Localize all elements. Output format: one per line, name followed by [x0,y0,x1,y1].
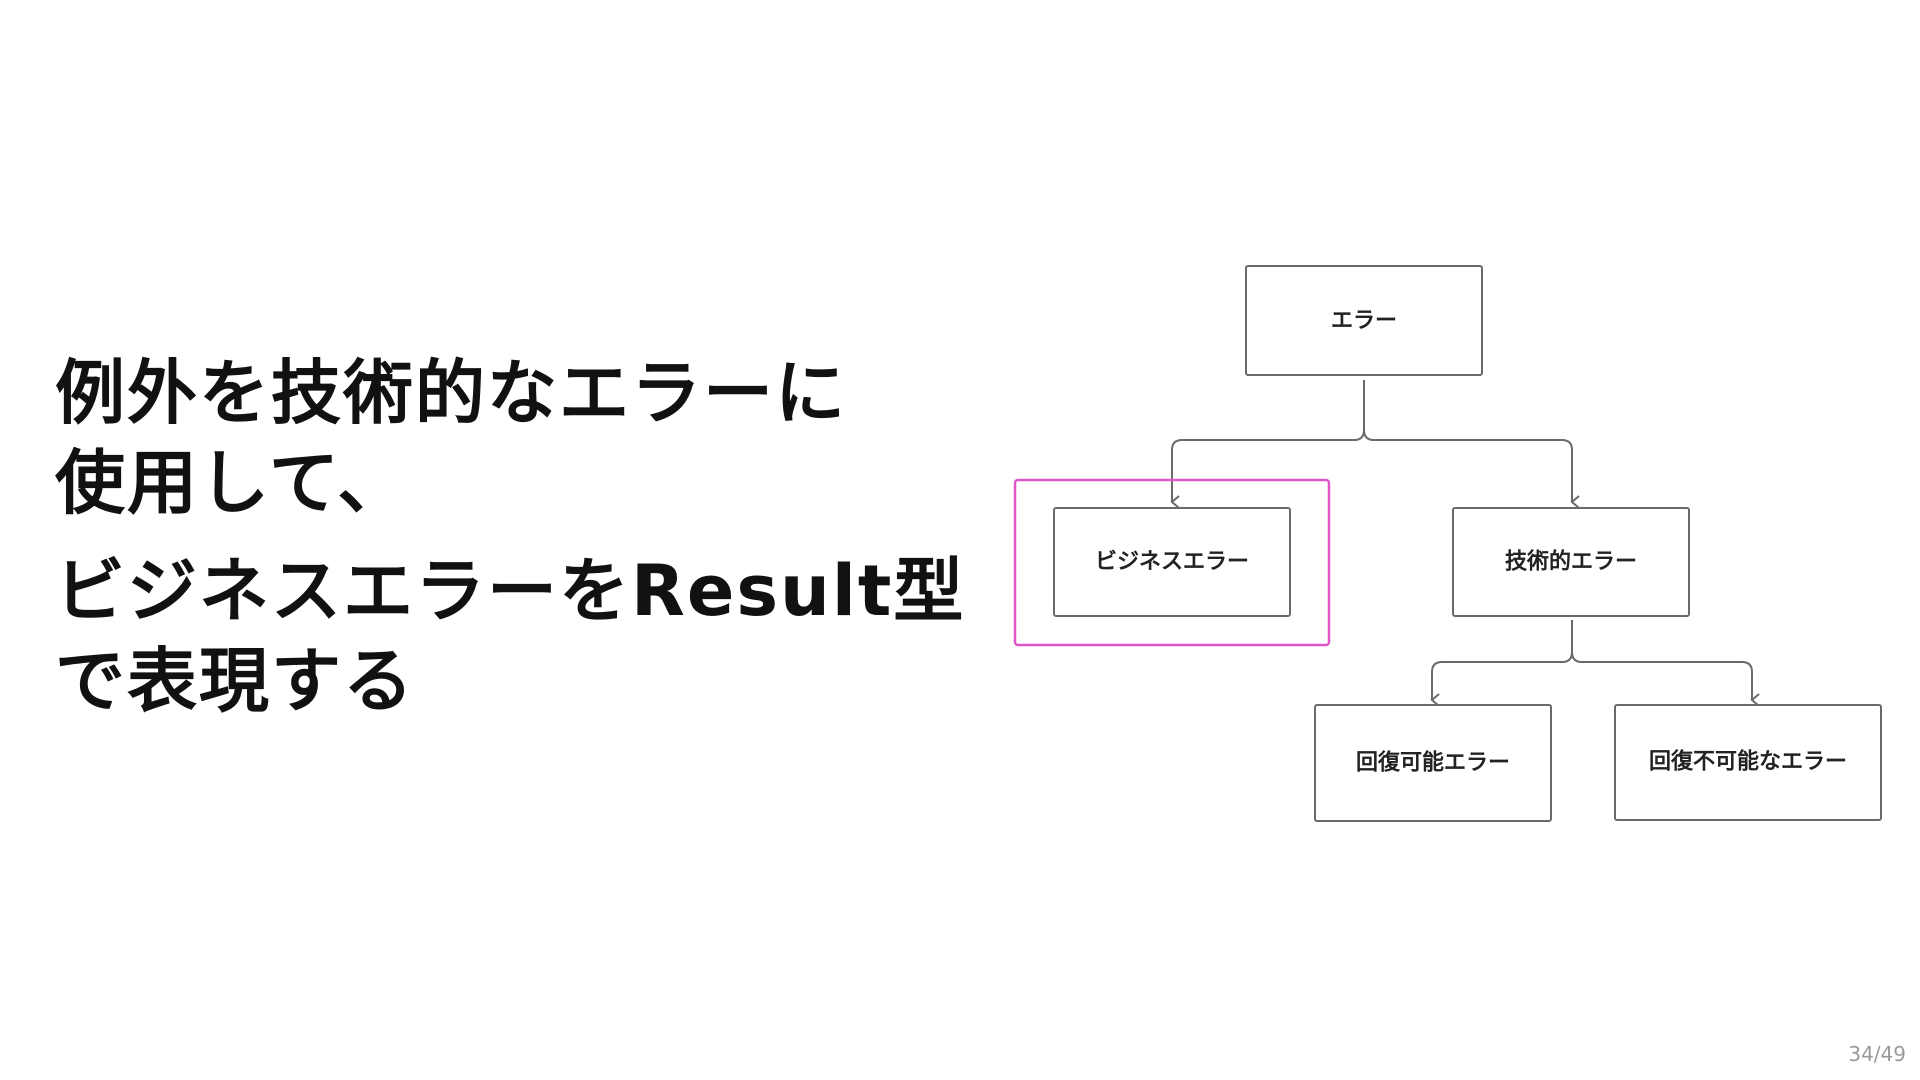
business-error-highlight [1013,478,1331,647]
heading-line-3: ビジネスエラーをResult型 [55,550,966,632]
node-business-error: ビジネスエラー [1053,507,1291,617]
node-unrecoverable-error: 回復不可能なエラー [1614,704,1882,821]
node-unrecoverable-error-label: 回復不可能なエラー [1649,749,1847,775]
edge-technical-to-unrecoverable [1571,651,1760,707]
edge-root-to-children [1170,380,1365,509]
page-indicator: 34/49 [1848,1042,1906,1066]
slide-heading: 例外を技術的なエラーに 使用して、 ビジネスエラーをResult型 で表現する [55,348,966,726]
heading-line-2: 使用して、 [55,442,410,524]
heading-line-4: で表現する [55,640,415,722]
node-technical-error-label: 技術的エラー [1505,549,1637,575]
node-recoverable-error: 回復可能エラー [1314,704,1552,822]
node-error: エラー [1245,265,1483,376]
heading-line-1: 例外を技術的なエラーに [55,352,847,434]
edge-technical-to-recoverable [1430,620,1573,707]
node-recoverable-error-label: 回復可能エラー [1356,750,1510,776]
node-error-label: エラー [1331,309,1397,334]
node-technical-error: 技術的エラー [1452,507,1690,617]
node-business-error-label: ビジネスエラー [1095,550,1249,575]
edge-root-to-technical [1363,429,1580,509]
